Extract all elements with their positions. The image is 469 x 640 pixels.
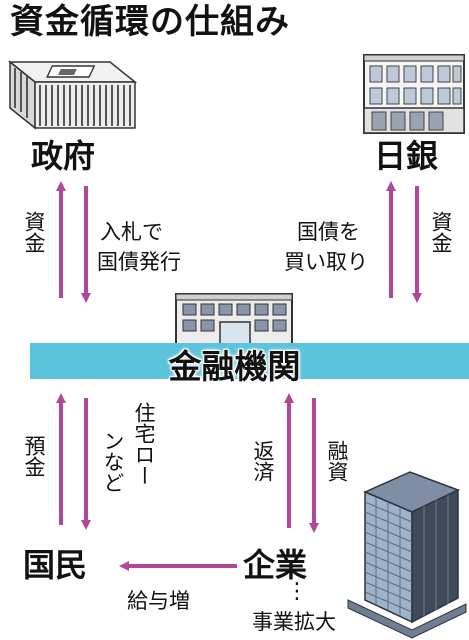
flow-arrows xyxy=(56,181,422,571)
office-tower-icon xyxy=(347,471,467,639)
label-bond-purchase-line2: 買い取り xyxy=(284,250,368,274)
label-wage-increase: 給与増 xyxy=(127,589,190,613)
boj-building-icon xyxy=(363,54,465,134)
label-bond-issue-line1: 入札で xyxy=(100,220,163,244)
bank-building-icon xyxy=(175,293,293,345)
label-bond-purchase-line1: 国債を xyxy=(297,220,360,244)
label-repayment: 返済 xyxy=(251,440,275,482)
label-lending: 融資 xyxy=(325,440,349,482)
node-financial-institutions: 金融機関 xyxy=(168,347,301,386)
financial-band xyxy=(30,343,469,379)
node-government: 政府 xyxy=(31,137,96,175)
label-business-expansion: 事業拡大 xyxy=(252,610,336,634)
label-mortgage-line2: ンなど xyxy=(101,430,125,493)
diagram-title: 資金循環の仕組み xyxy=(10,2,290,42)
label-funds-from-boj: 資金 xyxy=(429,211,453,253)
label-deposits: 預金 xyxy=(22,435,46,477)
node-public: 国民 xyxy=(23,546,88,584)
label-bond-issue-line2: 国債発行 xyxy=(97,250,181,274)
node-boj: 日銀 xyxy=(374,137,439,175)
node-companies: 企業 xyxy=(243,546,308,584)
label-funds-to-government: 資金 xyxy=(22,211,46,253)
label-ellipsis: ⋮ xyxy=(286,579,308,604)
label-mortgage-line1: 住宅ロー xyxy=(132,402,156,486)
government-building-icon xyxy=(7,60,138,130)
